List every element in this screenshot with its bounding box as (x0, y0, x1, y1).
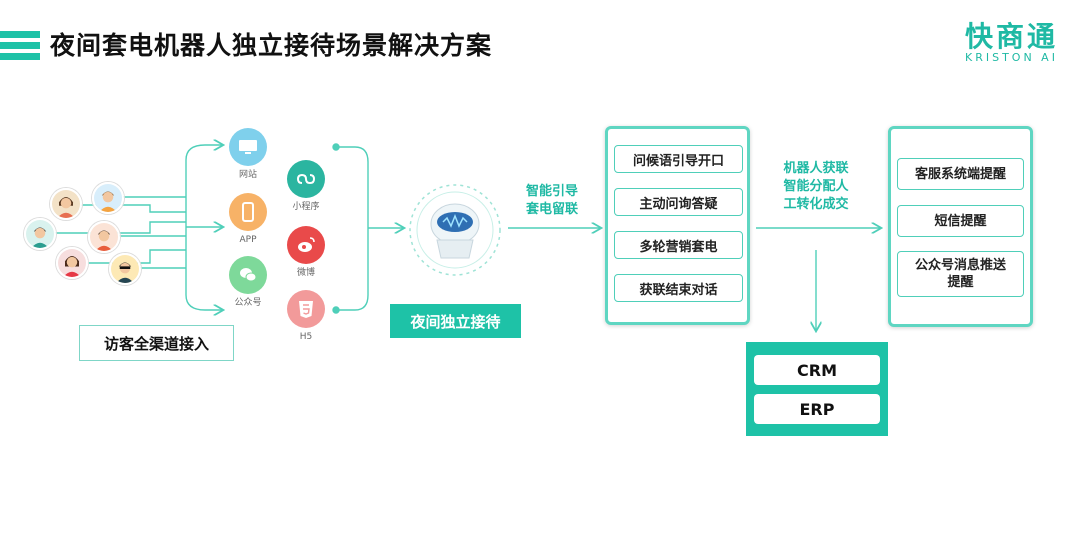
guide-text-line: 套电留联 (525, 202, 578, 217)
reminder-item: 公众号消息推送提醒 (897, 251, 1024, 297)
title-accent-bars (0, 31, 40, 64)
channel-label: H5 (299, 332, 313, 342)
crm-system: CRM (754, 355, 880, 385)
night-reception-label: 夜间独立接待 (390, 304, 521, 338)
visitor-avatar-5 (56, 247, 88, 279)
reminder-item: 短信提醒 (897, 205, 1024, 237)
html5-icon (287, 290, 325, 328)
visitor-avatar-1 (50, 188, 82, 220)
robot-icon (407, 182, 503, 278)
erp-system: ERP (754, 394, 880, 424)
transfer-text-line: 智能分配人 (783, 179, 849, 194)
phone-icon (229, 193, 267, 231)
reminder-item-text: 公众号消息推送提醒 (914, 258, 1006, 290)
mini-program-icon (287, 160, 325, 198)
wechat-icon (229, 256, 267, 294)
transfer-text-line: 机器人获联 (783, 161, 849, 176)
channel-website: 网站 (218, 128, 278, 181)
transfer-text: 机器人获联 智能分配人 工转化成交 (766, 160, 866, 214)
channel-label: 公众号 (234, 298, 262, 308)
channel-label: 微博 (296, 268, 315, 278)
channel-label: 小程序 (292, 202, 320, 212)
guide-text: 智能引导 套电留联 (512, 183, 592, 219)
logo-english-text: KRISTON AI (965, 51, 1058, 64)
guide-text-line: 智能引导 (525, 184, 578, 199)
weibo-icon (287, 226, 325, 264)
channel-app: APP (218, 193, 278, 246)
transfer-text-line: 工转化成交 (783, 197, 849, 212)
visitor-avatar-4 (88, 221, 120, 253)
brand-logo: 快商通 KRISTON AI (965, 22, 1058, 64)
flow-step: 问候语引导开口 (614, 145, 743, 173)
page-title: 夜间套电机器人独立接待场景解决方案 (50, 31, 493, 60)
channel-weibo: 微博 (276, 226, 336, 279)
visitor-avatar-2 (92, 182, 124, 214)
visitor-avatar-3 (24, 218, 56, 250)
channel-mini-program: 小程序 (276, 160, 336, 213)
flow-step: 多轮营销套电 (614, 231, 743, 259)
visitor-avatar-6 (109, 253, 141, 285)
flow-step: 主动问询答疑 (614, 188, 743, 216)
visitor-channels-label: 访客全渠道接入 (79, 325, 234, 361)
monitor-icon (229, 128, 267, 166)
channel-label: 网站 (238, 170, 257, 180)
channel-label: APP (239, 235, 257, 245)
channel-h5: H5 (276, 290, 336, 343)
logo-chinese-text: 快商通 (964, 20, 1058, 53)
reminder-item: 客服系统端提醒 (897, 158, 1024, 190)
channel-official-account: 公众号 (218, 256, 278, 309)
flow-step: 获联结束对话 (614, 274, 743, 302)
